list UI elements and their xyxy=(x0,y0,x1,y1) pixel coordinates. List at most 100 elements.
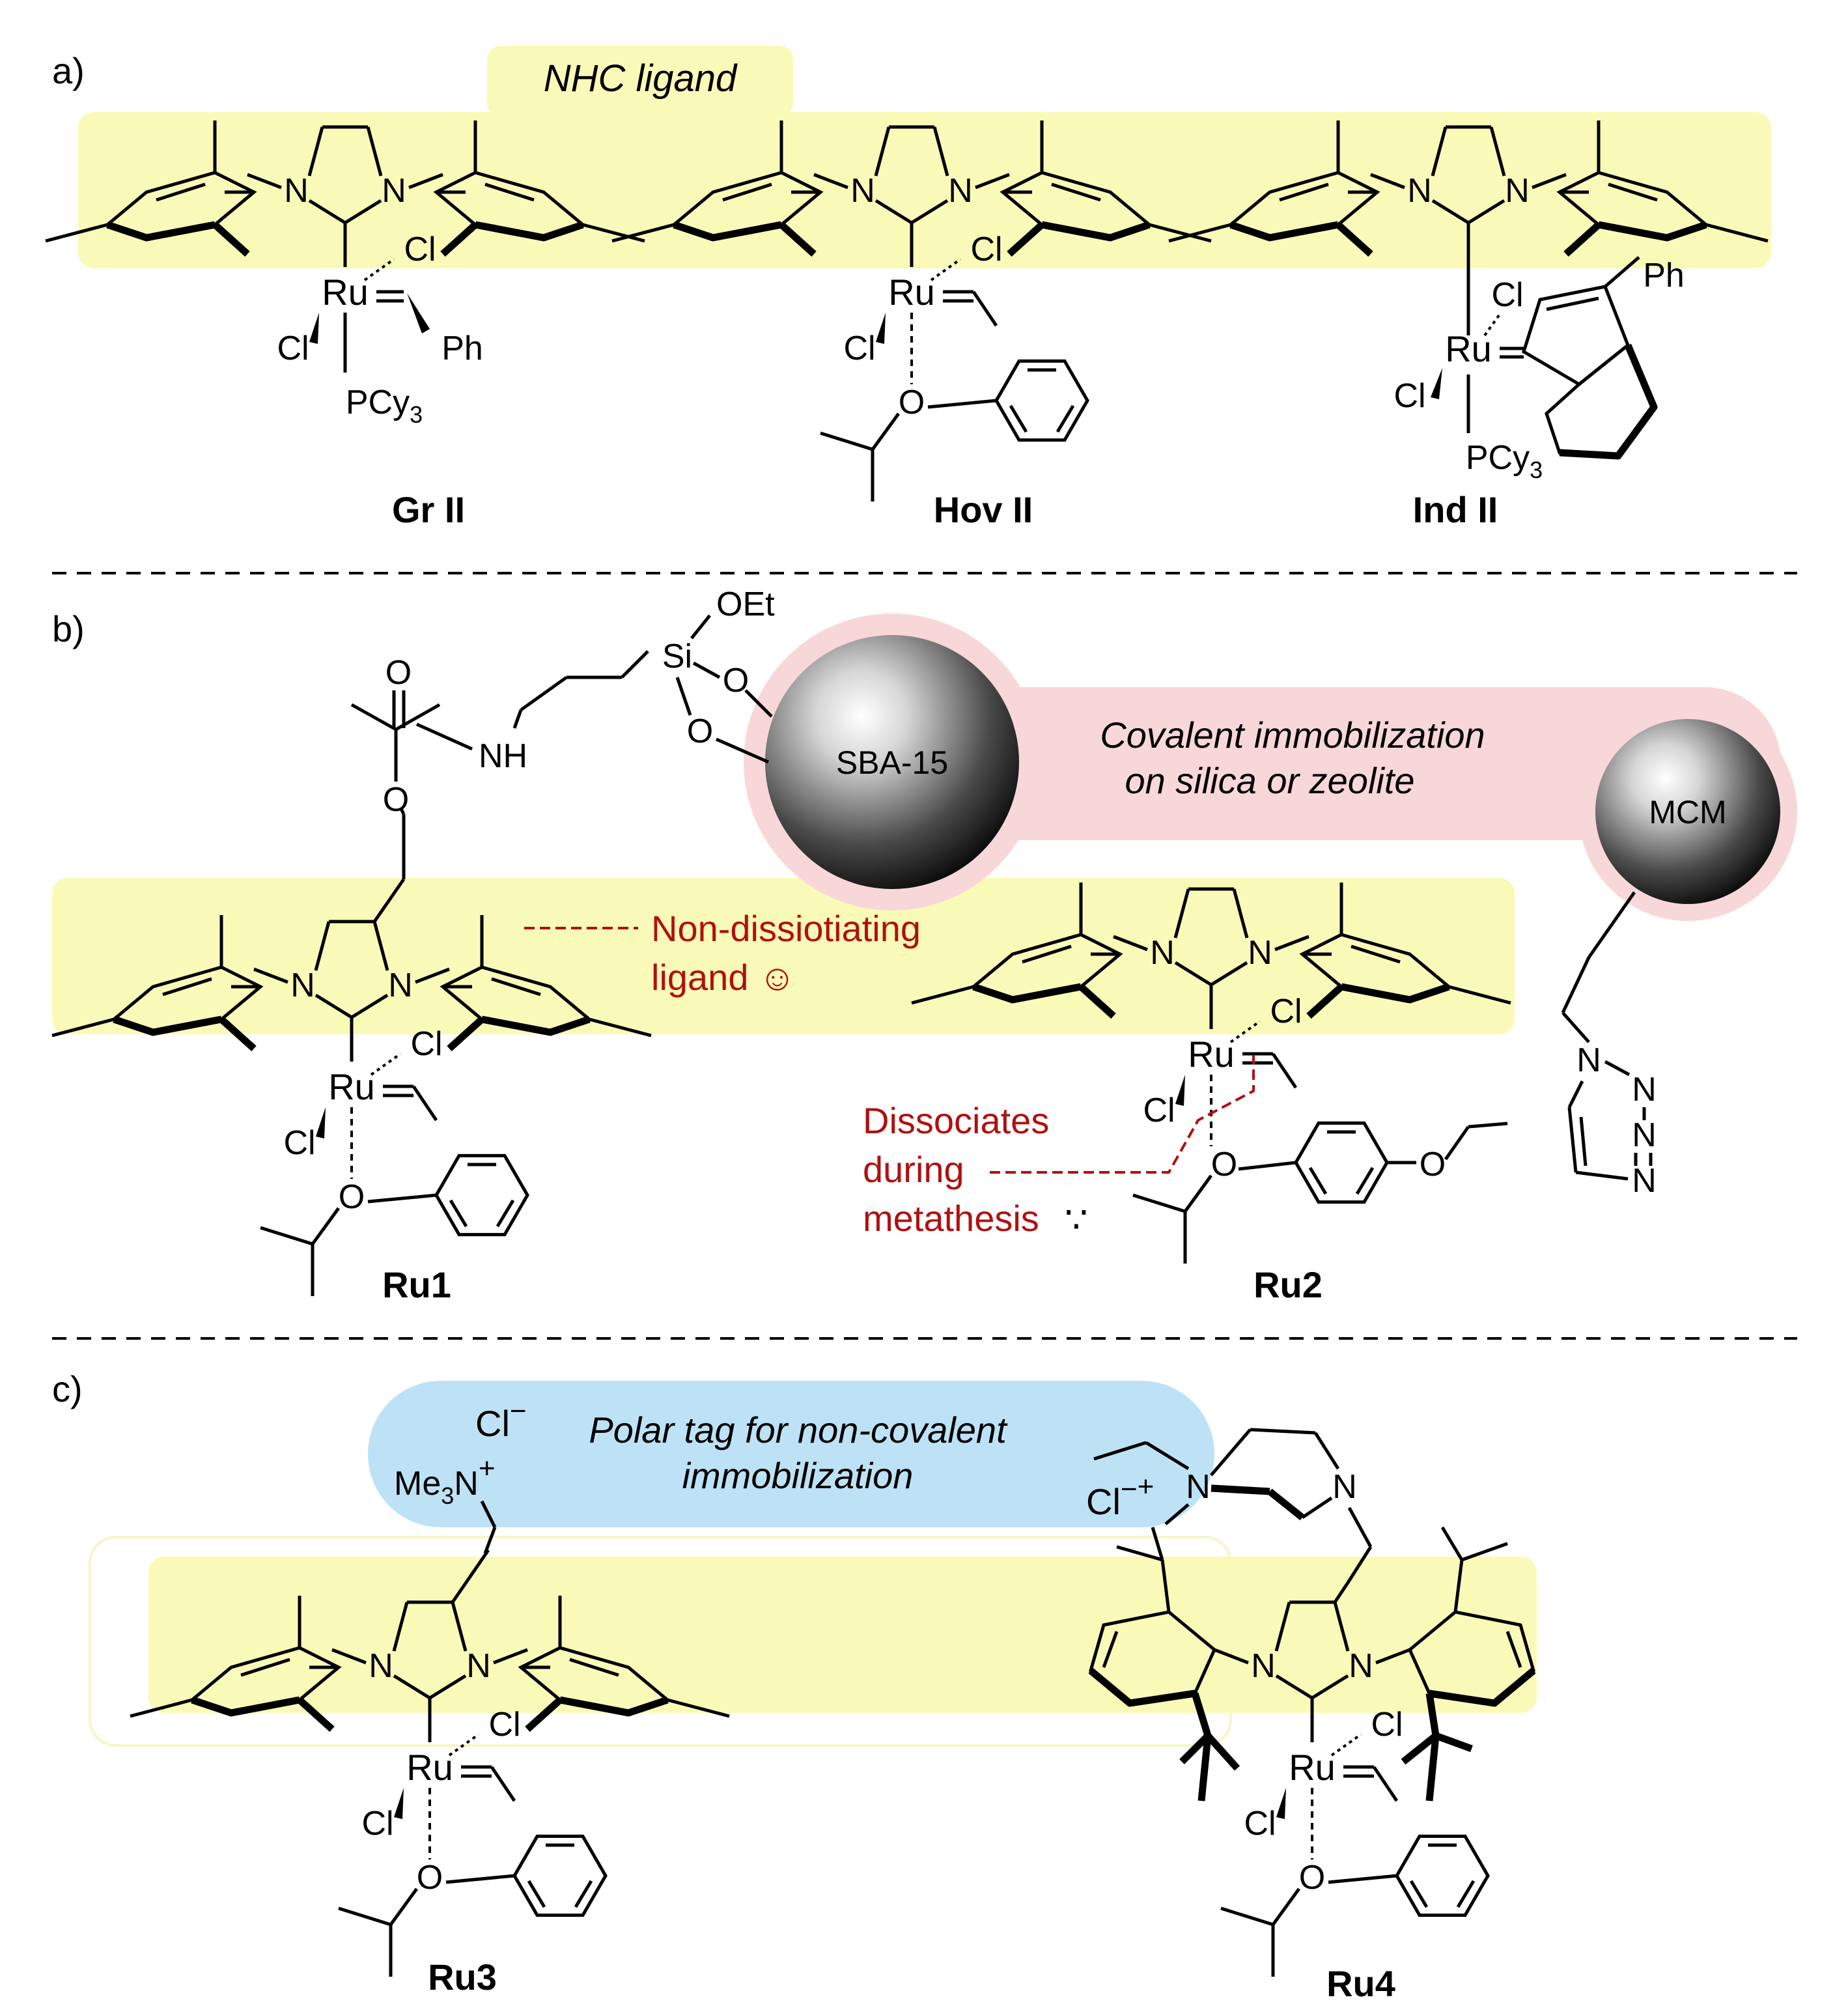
covalent-line1: Covalent immobilization xyxy=(1100,714,1485,756)
polar-line1: Polar tag for non-covalent xyxy=(589,1409,1008,1450)
svg-text:Ru: Ru xyxy=(1289,1747,1336,1788)
label-ru2: Ru2 xyxy=(1253,1264,1323,1305)
svg-text:Ru: Ru xyxy=(328,1066,375,1107)
svg-text:N: N xyxy=(388,967,413,1004)
svg-text:N: N xyxy=(1632,1116,1657,1154)
panel-a-label: a) xyxy=(52,50,85,91)
sad-face: ∵ xyxy=(1065,1199,1088,1240)
svg-text:O: O xyxy=(1420,1146,1446,1183)
ammonium-tag: Cl− Me3N+ xyxy=(394,1395,527,1554)
svg-text:Ru: Ru xyxy=(406,1747,453,1788)
svg-text:Cl−+: Cl−+ xyxy=(1086,1471,1154,1522)
svg-text:O: O xyxy=(723,662,749,699)
svg-text:N: N xyxy=(1632,1071,1657,1109)
svg-text:N: N xyxy=(284,172,309,210)
molecule-ru3: N N Ru Cl Cl O xyxy=(130,1549,729,1977)
dissociates-line2: during xyxy=(863,1149,964,1190)
svg-text:Ru: Ru xyxy=(1445,328,1492,369)
svg-text:N: N xyxy=(1251,1647,1276,1685)
label-ind2: Ind II xyxy=(1413,489,1498,530)
label-ru4: Ru4 xyxy=(1326,1963,1395,2004)
svg-text:PCy3: PCy3 xyxy=(346,384,423,428)
svg-text:O: O xyxy=(1211,1146,1237,1183)
svg-text:O: O xyxy=(417,1859,443,1897)
svg-text:N: N xyxy=(382,172,406,210)
svg-text:N: N xyxy=(1576,1041,1601,1079)
svg-text:Cl: Cl xyxy=(404,231,436,268)
svg-text:Cl: Cl xyxy=(488,1706,520,1744)
non-dissociating-line2: ligand ☺ xyxy=(651,957,796,998)
svg-text:Cl: Cl xyxy=(1270,993,1302,1030)
svg-text:N: N xyxy=(1150,934,1175,972)
label-hov2: Hov II xyxy=(934,489,1033,530)
svg-text:Me3N+: Me3N+ xyxy=(394,1452,496,1509)
covalent-line2: on silica or zeolite xyxy=(1125,760,1414,801)
svg-text:Ru: Ru xyxy=(888,272,935,313)
svg-text:Ph: Ph xyxy=(1643,257,1685,294)
svg-text:Cl: Cl xyxy=(1143,1092,1175,1129)
svg-text:N: N xyxy=(1332,1468,1357,1506)
nhc-ligand-label: NHC ligand xyxy=(544,57,738,100)
svg-text:Cl: Cl xyxy=(277,330,309,367)
svg-text:Ru: Ru xyxy=(322,272,369,313)
svg-text:Cl: Cl xyxy=(843,330,875,367)
molecule-ru4: N N Ru Cl Cl O xyxy=(1088,1526,1536,1977)
svg-text:O: O xyxy=(339,1178,365,1216)
svg-text:Cl: Cl xyxy=(283,1124,315,1162)
polar-highlight xyxy=(368,1381,1214,1527)
svg-text:OEt: OEt xyxy=(716,586,775,623)
svg-text:N: N xyxy=(369,1647,393,1685)
svg-text:PCy3: PCy3 xyxy=(1466,439,1543,483)
dissociates-line1: Dissociates xyxy=(863,1100,1049,1141)
svg-text:O: O xyxy=(1299,1859,1325,1897)
label-gr2: Gr II xyxy=(392,489,465,530)
molecule-gr2: N N Ru Cl Cl Ph PCy3 xyxy=(46,120,645,428)
ru1-linker: O O NH Si OEt O O xyxy=(350,586,775,819)
panel-c-label: c) xyxy=(52,1368,83,1409)
svg-text:Ph: Ph xyxy=(441,330,483,367)
nhc-highlight-b xyxy=(52,878,1515,1034)
svg-text:N: N xyxy=(1349,1647,1373,1685)
svg-text:Cl: Cl xyxy=(361,1805,393,1843)
molecule-ru2: N N Ru Cl Cl O O xyxy=(912,883,1511,1264)
svg-text:O: O xyxy=(687,713,713,750)
svg-text:Cl−: Cl− xyxy=(475,1395,527,1444)
svg-text:N: N xyxy=(1186,1468,1211,1506)
svg-text:N: N xyxy=(1505,172,1530,210)
label-ru3: Ru3 xyxy=(428,1957,497,1998)
svg-text:O: O xyxy=(383,781,409,819)
non-dissociating-line1: Non-dissiotiating xyxy=(651,908,921,949)
triazole-linker: N N N N xyxy=(1561,891,1657,1200)
panel-b-label: b) xyxy=(52,608,85,649)
svg-text:N: N xyxy=(850,172,875,210)
label-ru1: Ru1 xyxy=(382,1264,451,1305)
molecule-ru1: N N Ru Cl Cl O xyxy=(52,806,651,1296)
piperazinium-tag: Cl−+ N N xyxy=(1086,1428,1373,1584)
molecule-ind2: N N Ru Cl Cl Ph PCy3 xyxy=(1169,120,1768,483)
svg-text:N: N xyxy=(290,967,315,1004)
molecule-hov2: N N Ru Cl Cl O xyxy=(612,120,1211,502)
mcm-support: MCM xyxy=(1595,719,1780,904)
svg-text:O: O xyxy=(385,654,412,692)
svg-text:N: N xyxy=(466,1647,491,1685)
svg-text:Cl: Cl xyxy=(1393,377,1425,415)
polar-line2: immobilization xyxy=(682,1455,914,1496)
svg-text:Ru: Ru xyxy=(1188,1034,1235,1075)
dissociates-pointer xyxy=(990,1055,1255,1174)
nhc-label-tab xyxy=(487,46,793,117)
svg-text:N: N xyxy=(948,172,973,210)
nhc-highlight-c xyxy=(148,1557,1537,1713)
svg-text:Cl: Cl xyxy=(1491,276,1523,314)
svg-text:MCM: MCM xyxy=(1649,794,1726,830)
sba15-support: SBA-15 xyxy=(765,635,1019,889)
dissociates-line3: metathesis xyxy=(863,1198,1039,1239)
svg-text:NH: NH xyxy=(479,737,527,775)
svg-text:Cl: Cl xyxy=(1371,1706,1403,1744)
svg-text:N: N xyxy=(1407,172,1432,210)
svg-text:Cl: Cl xyxy=(410,1025,442,1063)
svg-text:Cl: Cl xyxy=(970,231,1002,268)
svg-text:O: O xyxy=(899,384,925,421)
svg-text:Si: Si xyxy=(662,638,692,675)
svg-text:N: N xyxy=(1632,1162,1657,1200)
svg-text:Cl: Cl xyxy=(1244,1805,1276,1843)
